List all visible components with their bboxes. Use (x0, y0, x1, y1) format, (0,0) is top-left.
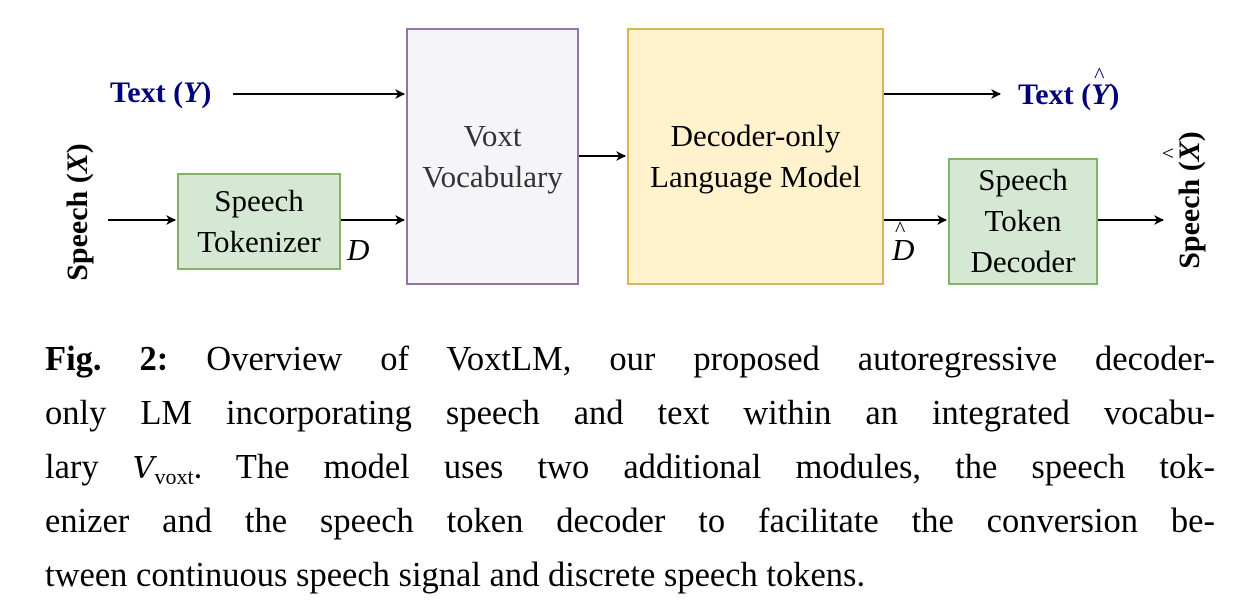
caption-line-1: Fig. 2: Overview of VoxtLM, our proposed… (45, 340, 1216, 378)
figure-label: Fig. 2: (45, 340, 169, 378)
tokens-var-label: D (347, 232, 370, 267)
text-input-label: Text (Y) (110, 76, 212, 109)
speech-tokenizer-line2: Tokenizer (197, 223, 321, 259)
speech-token-decoder-box: Speech Token Decoder (948, 158, 1098, 285)
speech-input-var: X (61, 153, 94, 174)
speech-input-label: Speech (X) (61, 143, 94, 281)
text-output-label: Text (Y) (1018, 62, 1119, 112)
text-output-var: Y (1091, 62, 1109, 112)
language-model-line2: Language Model (650, 158, 861, 194)
speech-tokenizer-line1: Speech (214, 182, 304, 218)
speech-token-decoder-line3: Decoder (970, 243, 1076, 279)
caption-line-2: only LM incorporating speech and text wi… (45, 394, 1215, 432)
pred-tokens-var-label: D (892, 216, 914, 268)
caption-line-3: lary Vvoxt. The model uses two additiona… (45, 448, 1216, 489)
speech-output-label: Speech (X) (1173, 131, 1207, 269)
vocab-symbol: V (132, 451, 155, 486)
caption-line-5: tween continuous speech signal and discr… (45, 556, 866, 594)
vocab-symbol-subscript: voxt (154, 464, 194, 489)
voxt-vocabulary-box: Voxt Vocabulary (406, 28, 579, 285)
speech-token-decoder-line2: Token (984, 203, 1062, 239)
caption-line-4: enizer and the speech token decoder to f… (45, 502, 1215, 540)
figure-caption: Fig. 2: Overview of VoxtLM, our proposed… (45, 332, 1215, 602)
language-model-line1: Decoder-only (670, 117, 841, 153)
voxt-vocabulary-line2: Vocabulary (422, 158, 563, 194)
text-input-var: Y (183, 76, 202, 109)
language-model-box: Decoder-only Language Model (627, 28, 884, 285)
speech-output-var: X (1173, 141, 1207, 161)
voxt-vocabulary-line1: Voxt (463, 117, 522, 153)
speech-token-decoder-line1: Speech (978, 162, 1068, 198)
speech-tokenizer-box: Speech Tokenizer (177, 173, 341, 270)
